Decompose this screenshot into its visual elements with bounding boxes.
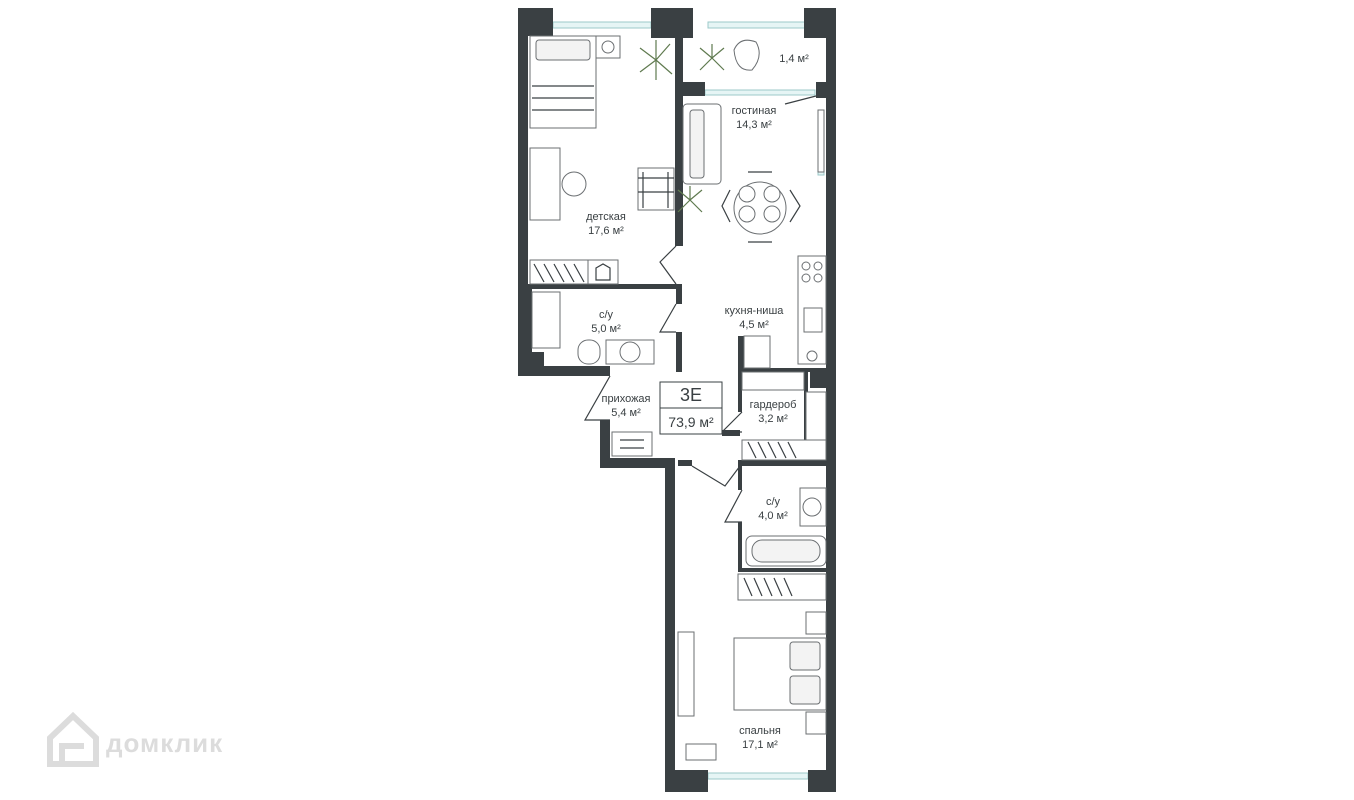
bedroom-furniture	[677, 573, 827, 761]
balcony-area: 1,4 м²	[779, 53, 809, 65]
wardrobe-name: гардероб	[750, 399, 797, 411]
kitchen-name: кухня-ниша	[725, 305, 785, 317]
apartment-type: 3E	[680, 385, 702, 405]
wardrobe-furniture	[741, 371, 827, 461]
living-name: гостиная	[732, 105, 777, 117]
apartment-badge: 3E 73,9 м²	[659, 381, 723, 435]
wardrobe-area: 3,2 м²	[758, 413, 788, 425]
bath1-furniture	[531, 291, 655, 365]
bath2-furniture	[745, 487, 827, 567]
watermark-text: домклик	[106, 728, 223, 758]
bedroom-area: 17,1 м²	[742, 739, 778, 751]
kids-area: 17,6 м²	[588, 225, 624, 237]
balcony-furniture	[699, 39, 760, 71]
kitchen-furniture	[743, 255, 827, 369]
hall-name: прихожая	[601, 393, 650, 405]
plant-icon	[677, 186, 703, 213]
kids-name: детская	[586, 211, 626, 223]
plant-icon	[699, 44, 725, 71]
bath2-area: 4,0 м²	[758, 510, 788, 522]
bath1-area: 5,0 м²	[591, 323, 621, 335]
walls	[518, 8, 836, 792]
kitchen-area: 4,5 м²	[739, 319, 769, 331]
apartment-total-area: 73,9 м²	[668, 414, 714, 430]
house-icon	[47, 711, 99, 767]
room-labels: 1,4 м² гостиная 14,3 м² детская 17,6 м² …	[586, 53, 809, 751]
living-furniture	[677, 103, 825, 243]
bath2-name: с/у	[766, 496, 781, 508]
plant-icon	[639, 40, 673, 80]
living-area: 14,3 м²	[736, 119, 772, 131]
hall-furniture	[611, 431, 653, 457]
door-swings	[583, 95, 817, 523]
watermark: домклик	[47, 711, 223, 767]
kids-furniture	[529, 35, 675, 285]
hall-area: 5,4 м²	[611, 407, 641, 419]
bath1-name: с/у	[599, 309, 614, 321]
bedroom-name: спальня	[739, 725, 781, 737]
